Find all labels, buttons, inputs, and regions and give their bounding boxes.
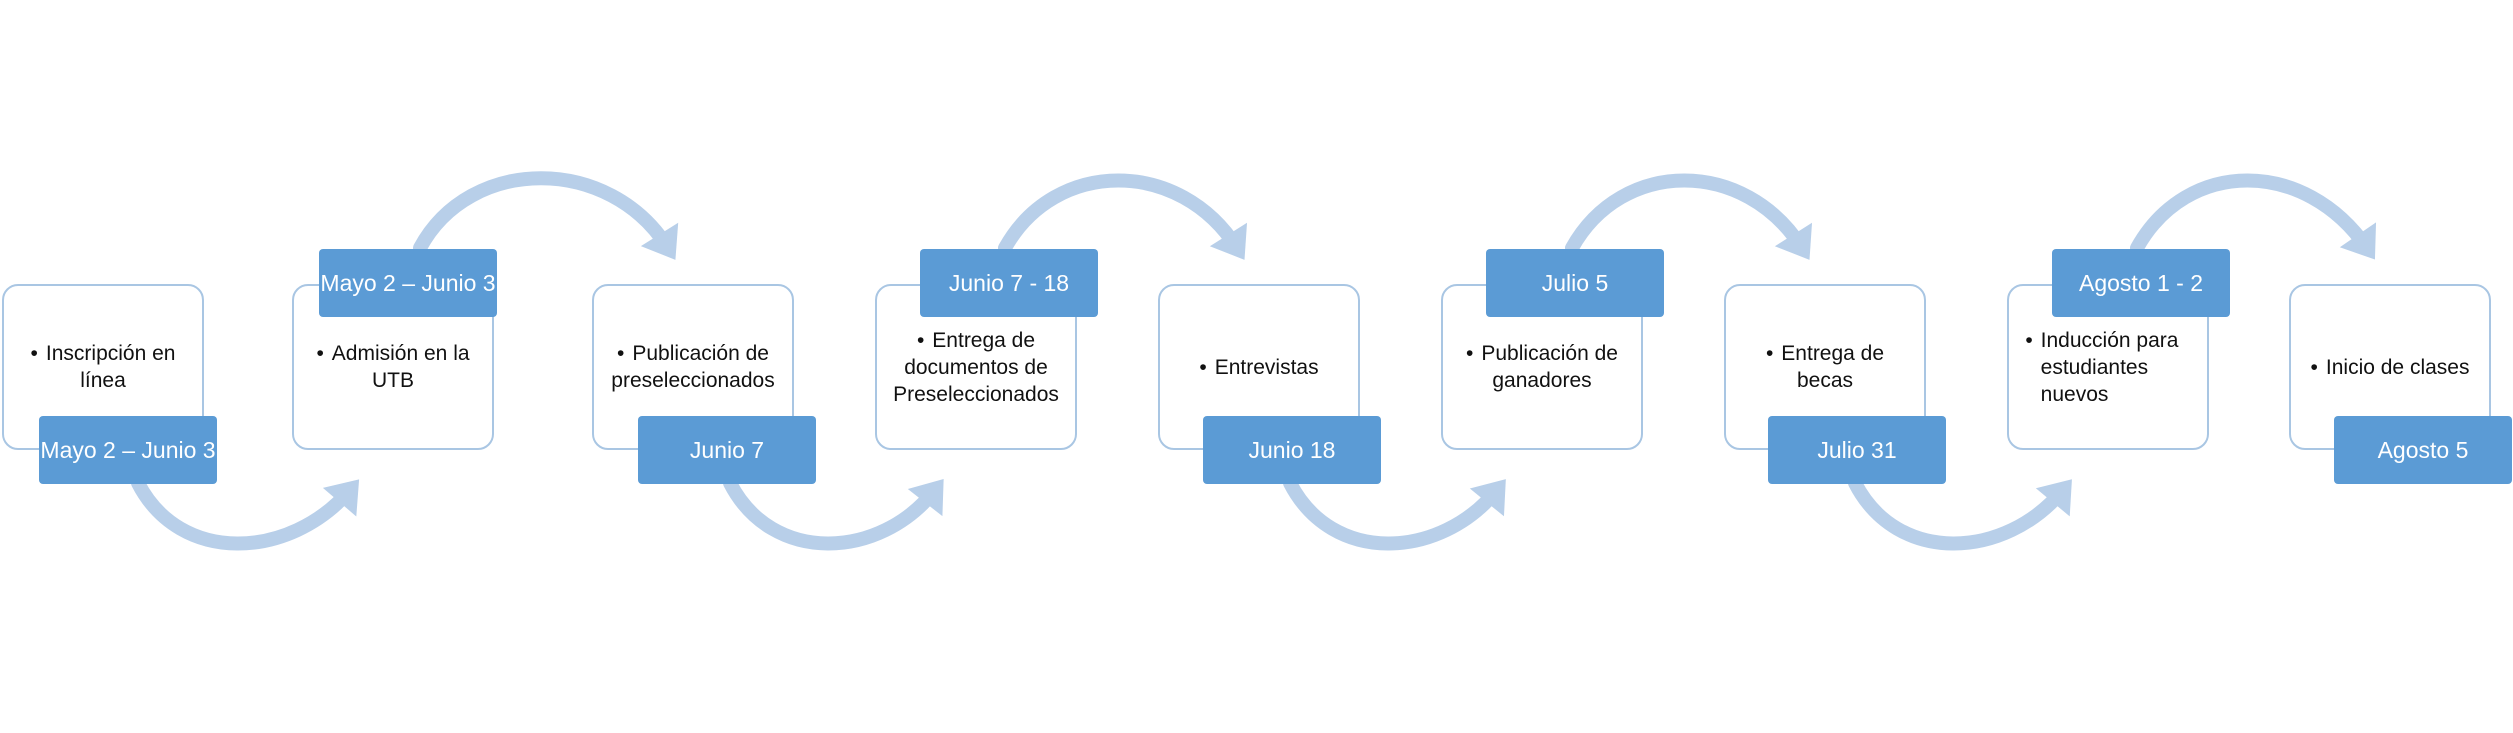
step-text-7: •Entrega de becas bbox=[1765, 342, 1885, 392]
arrow-head-3 bbox=[907, 478, 944, 517]
arrow-body-2 bbox=[413, 171, 675, 255]
step-date-7: Julio 31 bbox=[1768, 416, 1946, 484]
step-date-2: Mayo 2 – Junio 3 bbox=[319, 249, 497, 317]
arrow-head-4 bbox=[1209, 222, 1248, 260]
step-date-3: Junio 7 bbox=[638, 416, 816, 484]
arrow-head-6 bbox=[1774, 222, 1813, 260]
arrow-body-1 bbox=[131, 476, 357, 551]
arrow-head-1 bbox=[322, 479, 360, 517]
step-text-1: •Inscripción en línea bbox=[30, 342, 176, 392]
step-text-8: •Inducción para estudiantes nuevos bbox=[2025, 328, 2179, 406]
step-text-4: •Entrega de documentos de Preseleccionad… bbox=[893, 328, 1059, 406]
step-date-9: Agosto 5 bbox=[2334, 416, 2512, 484]
arrow-head-2 bbox=[640, 222, 679, 260]
arrow-body-7 bbox=[1848, 476, 2070, 551]
step-date-4: Junio 7 - 18 bbox=[920, 249, 1098, 317]
arrow-body-3 bbox=[723, 476, 942, 551]
step-date-5: Junio 18 bbox=[1203, 416, 1381, 484]
step-text-2: •Admisión en la UTB bbox=[316, 342, 470, 392]
arrow-body-6 bbox=[1565, 173, 1809, 255]
arrow-head-7 bbox=[2035, 479, 2072, 517]
step-date-6: Julio 5 bbox=[1486, 249, 1664, 317]
step-date-8: Agosto 1 - 2 bbox=[2052, 249, 2230, 317]
step-text-5: •Entrevistas bbox=[1199, 355, 1319, 379]
arrow-body-5 bbox=[1283, 476, 1504, 551]
arrow-head-5 bbox=[1469, 479, 1506, 517]
arrow-head-8 bbox=[2339, 222, 2377, 260]
arrow-body-4 bbox=[998, 173, 1244, 255]
step-text-9: •Inicio de clases bbox=[2310, 355, 2470, 379]
step-date-1: Mayo 2 – Junio 3 bbox=[39, 416, 217, 484]
step-text-3: •Publicación de preseleccionados bbox=[611, 342, 775, 392]
arrow-body-8 bbox=[2130, 173, 2374, 255]
step-text-6: •Publicación de ganadores bbox=[1466, 342, 1618, 392]
